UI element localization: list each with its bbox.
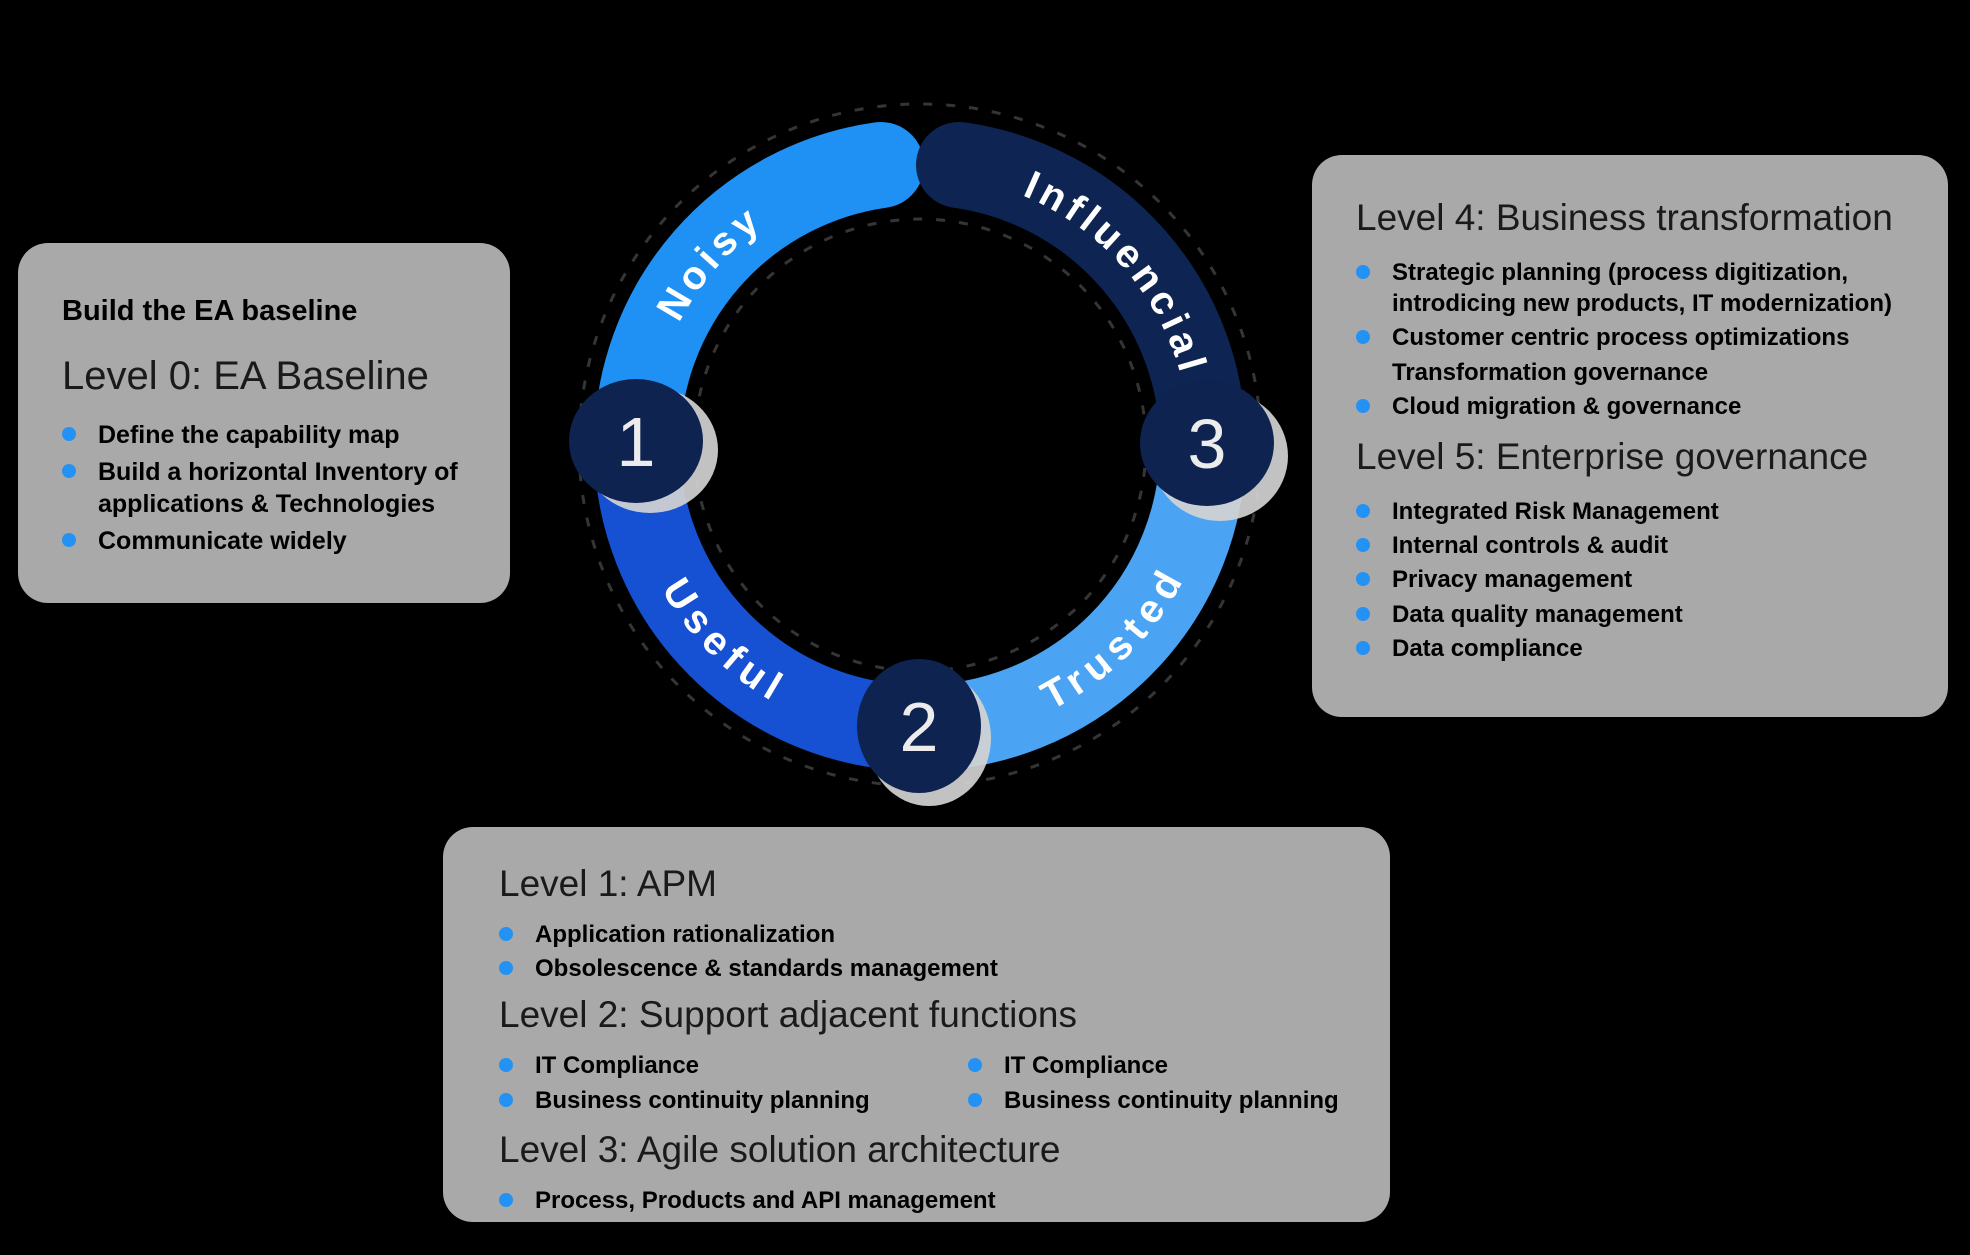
levels-4-5-card: Level 4: Business transformation Strateg… [1312, 155, 1948, 717]
heading-level-0: Level 0: EA Baseline [62, 354, 429, 398]
list-item: Obsolescence & standards management [499, 953, 1350, 984]
heading-level-1: Level 1: APM [499, 863, 718, 904]
bullet-dot-icon [1356, 330, 1370, 345]
list-item-label: Internal controls & audit [1392, 532, 1669, 560]
list-item-label: IT Compliance [1004, 1052, 1169, 1080]
bullet-dot-icon [1356, 640, 1370, 655]
level-2-column-left: IT Compliance Business continuity planni… [499, 1050, 968, 1118]
node-3-number: 3 [1188, 405, 1227, 483]
list-item-label: IT Compliance [535, 1052, 700, 1080]
list-item: Application rationalization [499, 919, 1350, 950]
list-item: IT Compliance [499, 1050, 968, 1081]
bullet-dot-icon [1356, 538, 1370, 553]
card-title-build-ea-baseline: Build the EA baseline [62, 295, 358, 327]
level-1-bullet-list: Application rationalization Obsolescence… [499, 919, 1350, 984]
heading-level-4: Level 4: Business transformation [1356, 197, 1893, 238]
level-5-bullet-list: Integrated Risk Management Internal cont… [1356, 496, 1912, 664]
bullet-dot-icon [968, 1092, 982, 1107]
node-2-number: 2 [900, 688, 939, 766]
list-item-label: Process, Products and API management [535, 1186, 996, 1214]
bullet-dot-icon [1356, 503, 1370, 518]
heading-level-5: Level 5: Enterprise governance [1356, 435, 1869, 477]
node-2-circle [857, 659, 981, 793]
node-3-circle [1140, 380, 1274, 506]
list-item: Business continuity planning [499, 1085, 968, 1116]
list-item-label: Cloud migration & governance [1392, 392, 1742, 420]
list-item-label: Integrated Risk Management [1392, 497, 1719, 525]
bullet-dot-icon [1356, 398, 1370, 413]
bullet-dot-icon [1356, 265, 1370, 279]
bullet-dot-icon [499, 961, 513, 976]
list-item-label: Customer centric process optimizations [1392, 324, 1850, 352]
bullet-dot-icon [499, 927, 513, 941]
list-item-label: Business continuity planning [1004, 1086, 1339, 1114]
heading-level-2: Level 2: Support adjacent functions [499, 994, 1077, 1036]
dashed-guide-inner-circle [692, 217, 1148, 673]
list-item: Process, Products and API management [499, 1185, 1350, 1216]
list-item: Data compliance [1356, 633, 1912, 664]
list-item-label: Strategic planning (process digitization… [1392, 259, 1892, 318]
bullet-dot-icon [1356, 572, 1370, 587]
bullet-dot-icon [62, 427, 76, 441]
bullet-dot-icon [499, 1092, 513, 1107]
level-3-bullet-list: Process, Products and API management [499, 1185, 1350, 1216]
list-item-label: Data quality management [1392, 600, 1683, 628]
list-item: Communicate widely [62, 525, 472, 558]
bullet-dot-icon [62, 532, 76, 547]
node-1-number: 1 [617, 403, 656, 481]
list-item: Strategic planning (process digitization… [1356, 257, 1912, 319]
ea-baseline-card: Build the EA baseline Level 0: EA Baseli… [18, 243, 510, 603]
list-item: Transformation governance [1356, 357, 1912, 388]
list-item: Business continuity planning [968, 1085, 1350, 1116]
list-item-label: Application rationalization [535, 921, 836, 948]
heading-level-3: Level 3: Agile solution architecture [499, 1128, 1061, 1170]
list-item-label: Communicate widely [98, 526, 347, 555]
list-item-label: Transformation governance [1392, 358, 1709, 386]
levels-1-3-card: Level 1: APM Application rationalization… [443, 827, 1390, 1222]
level-2-columns: IT Compliance Business continuity planni… [499, 1050, 1350, 1118]
list-item: Integrated Risk Management [1356, 496, 1912, 527]
list-item: Customer centric process optimizations [1356, 322, 1912, 353]
list-item-label: Obsolescence & standards management [535, 955, 998, 983]
list-item: IT Compliance [968, 1050, 1350, 1081]
level-0-bullet-list: Define the capability map Build a horizo… [62, 419, 472, 557]
list-item: Define the capability map [62, 419, 472, 452]
level-2-column-right: IT Compliance Business continuity planni… [968, 1050, 1350, 1118]
bullet-dot-icon [1356, 606, 1370, 621]
list-item-label: Define the capability map [98, 421, 400, 449]
node-1-circle [569, 379, 703, 503]
list-item: Data quality management [1356, 599, 1912, 630]
list-item: Build a horizontal Inventory of applicat… [62, 456, 472, 521]
level-4-bullet-list: Strategic planning (process digitization… [1356, 257, 1912, 422]
list-item-label: Data compliance [1392, 634, 1583, 662]
list-item: Privacy management [1356, 564, 1912, 595]
list-item-label: Business continuity planning [535, 1086, 870, 1114]
list-item-label: Build a horizontal Inventory of applicat… [98, 457, 458, 519]
bullet-dot-icon [499, 1058, 513, 1073]
bullet-dot-icon [499, 1192, 513, 1207]
list-item-label: Privacy management [1392, 566, 1633, 594]
bullet-dot-icon [62, 463, 76, 478]
list-item: Internal controls & audit [1356, 530, 1912, 561]
list-item: Cloud migration & governance [1356, 391, 1912, 422]
bullet-dot-icon [968, 1058, 982, 1073]
